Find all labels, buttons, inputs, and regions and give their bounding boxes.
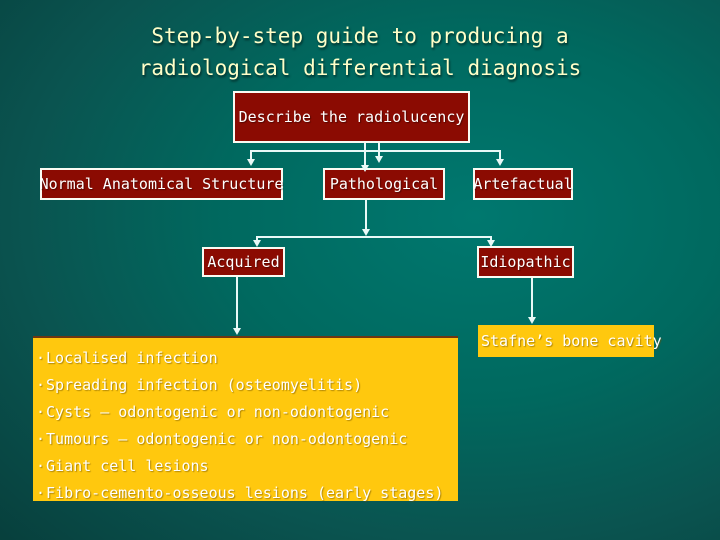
panel-label: Stafne’s bone cavity (481, 332, 662, 350)
arrowhead-into-pathological (361, 165, 369, 172)
list-item-text: Spreading infection (osteomyelitis) (46, 376, 363, 394)
slide-title-line-1: Step-by-step guide to producing a (151, 24, 569, 48)
list-item-text: Giant cell lesions (46, 457, 209, 475)
arrowhead-into-acquired (253, 240, 261, 247)
flow-node-label: Idiopathic (480, 253, 571, 271)
flow-node-label: Pathological (329, 175, 439, 193)
panel-acquired-outcomes: ·Localised infection ·Spreading infectio… (33, 336, 458, 502)
list-item: ·Spreading infection (osteomyelitis) (36, 372, 454, 399)
connector-drop-to-artefactual (499, 150, 501, 161)
connector-drop-to-acquired (256, 236, 258, 242)
connector-level1-horizontal-line (251, 150, 501, 152)
flow-node-artefactual: Artefactual (473, 168, 573, 200)
connector-idiopathic-down-line (531, 278, 533, 318)
flow-node-acquired: Acquired (202, 247, 285, 277)
bullet-marker: · (36, 430, 46, 448)
flow-node-describe-radiolucency: Describe the radiolucency (233, 91, 470, 143)
acquired-outcomes-list: ·Localised infection ·Spreading infectio… (33, 338, 458, 507)
arrowhead-into-idiopathic (487, 240, 495, 247)
flow-node-label: Artefactual (473, 175, 573, 193)
bullet-marker: · (36, 403, 46, 421)
connector-acquired-down-line (236, 277, 238, 329)
arrowhead-onto-level2-line (362, 229, 370, 236)
flow-node-idiopathic: Idiopathic (477, 246, 574, 278)
connector-root-to-pathological-line (364, 143, 366, 167)
arrowhead-root-stub (375, 156, 383, 163)
list-item-text: Cysts – odontogenic or non-odontogenic (46, 403, 390, 421)
slide-title-line-2: radiological differential diagnosis (138, 56, 582, 80)
flow-node-label: Describe the radiolucency (238, 108, 465, 126)
bullet-marker: · (36, 484, 46, 502)
flow-node-pathological: Pathological (323, 168, 445, 200)
list-item-text: Localised infection (46, 349, 218, 367)
connector-drop-to-normal-anatomical (250, 150, 252, 161)
arrowhead-into-acquired-outcomes (233, 328, 241, 335)
bullet-marker: · (36, 457, 46, 475)
flow-node-label: Acquired (207, 253, 280, 271)
connector-drop-to-idiopathic (490, 236, 492, 242)
arrowhead-into-artefactual (496, 159, 504, 166)
panel-stafne-bone-cavity: Stafne’s bone cavity (478, 325, 662, 357)
bullet-marker: · (36, 376, 46, 394)
connector-level2-horizontal-line (257, 236, 492, 238)
slide-title: Step-by-step guide to producing a radiol… (0, 20, 720, 84)
arrowhead-into-stafne (528, 317, 536, 324)
list-item: ·Fibro-cemento-osseous lesions (early st… (36, 480, 454, 507)
list-item: ·Giant cell lesions (36, 453, 454, 480)
bullet-marker: · (36, 349, 46, 367)
list-item: ·Tumours – odontogenic or non-odontogeni… (36, 426, 454, 453)
list-item-text: Fibro-cemento-osseous lesions (early sta… (46, 484, 444, 502)
list-item: ·Cysts – odontogenic or non-odontogenic (36, 399, 454, 426)
list-item-text: Tumours – odontogenic or non-odontogenic (46, 430, 408, 448)
connector-pathological-down-line (365, 200, 367, 230)
flow-node-label: Normal Anatomical Structure (39, 175, 284, 193)
arrowhead-into-normal-anatomical (247, 159, 255, 166)
flow-node-normal-anatomical-structure: Normal Anatomical Structure (40, 168, 283, 200)
list-item: ·Localised infection (36, 345, 454, 372)
